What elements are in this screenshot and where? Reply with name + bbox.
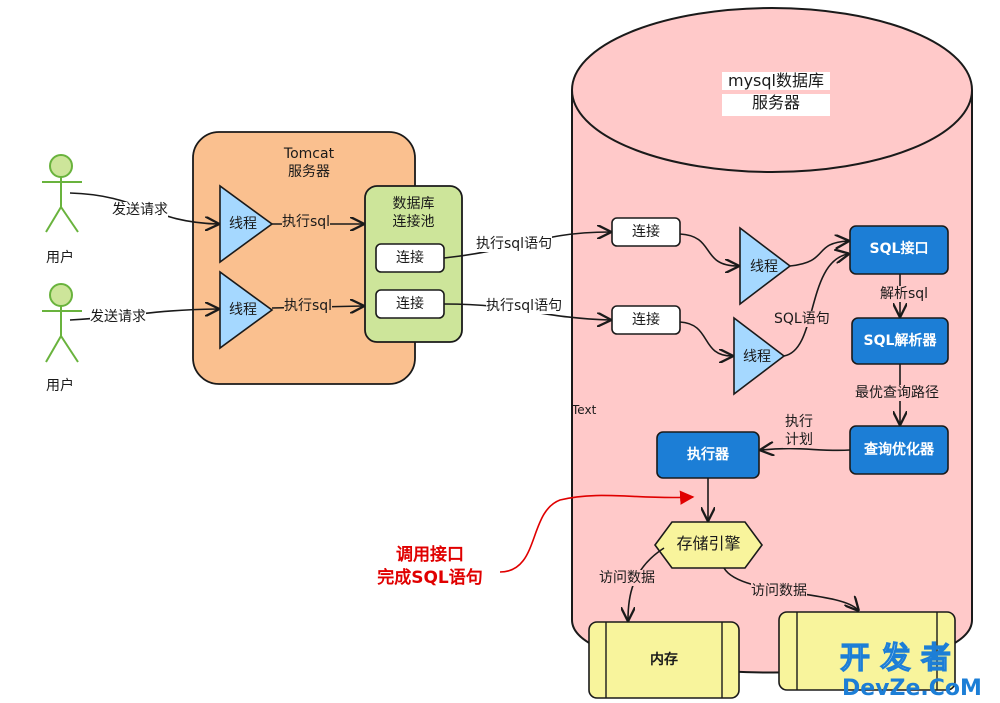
tomcat-exec-label-2: 执行sql: [284, 298, 333, 315]
request-label-1: 发送请求: [112, 202, 168, 219]
exec-sql-statement-label-2: 执行sql语句: [486, 298, 563, 315]
arrow-thread2-sqlinterface: [783, 254, 848, 357]
plan-label-line1: 执行: [783, 414, 815, 431]
tomcat-thread-2: [219, 270, 274, 350]
access-data-label-left: 访问数据: [599, 570, 655, 587]
tomcat-title-line2: 服务器: [288, 164, 330, 180]
plan-label-line2: 计划: [783, 432, 815, 449]
query-optimizer-label: 查询优化器: [864, 442, 934, 458]
arrow-mysqlconn2-thread2: [679, 321, 732, 356]
optimal-path-label: 最优查询路径: [855, 385, 939, 402]
mysql-thread-1: [739, 226, 792, 306]
memory-label: 内存: [650, 652, 678, 668]
tomcat-exec-label-1: 执行sql: [282, 214, 331, 231]
tomcat-thread-1: [219, 184, 274, 264]
mysql-title-line2: 服务器: [722, 93, 830, 117]
mysql-thread-label-2: 线程: [743, 349, 771, 365]
user-label-1: 用户: [46, 250, 74, 266]
user-figure-2: [42, 283, 82, 363]
mysql-title-line1: mysql数据库: [722, 71, 830, 91]
mysql-connection-label-2: 连接: [632, 312, 660, 328]
access-data-label-right: 访问数据: [751, 583, 807, 600]
watermark-line2: DevZe.CoM: [842, 676, 982, 701]
tomcat-thread-label-1: 线程: [229, 216, 257, 232]
tomcat-thread-label-2: 线程: [229, 302, 257, 318]
text-placeholder: Text: [572, 403, 597, 417]
disk-box: [778, 611, 956, 691]
arrow-mysqlconn1-thread1: [679, 233, 738, 266]
storage-engine-label: 存储引擎: [676, 534, 741, 553]
executor-label: 执行器: [687, 447, 729, 463]
watermark-logo: 开 发 者 DevZe.CoM: [839, 640, 982, 701]
mysql-thread-label-1: 线程: [750, 259, 778, 275]
annotation-line1: 调用接口: [396, 545, 464, 565]
watermark-line1: 开 发 者: [840, 641, 951, 676]
annotation-arrow: [499, 490, 695, 573]
mysql-connection-2: [611, 305, 681, 335]
tomcat-title-line1: Tomcat: [283, 146, 335, 162]
sql-parser-label: SQL解析器: [863, 333, 937, 349]
mysql-thread-2: [733, 316, 786, 396]
mysql-connection-label-1: 连接: [632, 224, 660, 240]
pool-title-line1: 数据库: [392, 196, 435, 212]
user-figure-1: [42, 154, 82, 233]
request-label-2: 发送请求: [90, 309, 146, 326]
exec-sql-statement-label-1: 执行sql语句: [476, 236, 553, 253]
mysql-connection-1: [611, 217, 681, 247]
pool-connection-label-2: 连接: [396, 296, 424, 312]
arrow-optimizer-executor: [761, 449, 851, 451]
sql-interface-label: SQL接口: [869, 241, 929, 257]
annotation-line2: 完成SQL语句: [377, 568, 483, 588]
parse-sql-label: 解析sql: [880, 286, 929, 303]
pool-connection-label-1: 连接: [396, 250, 424, 266]
sql-statement-label: SQL语句: [774, 311, 830, 328]
arrow-thread1-sqlinterface: [789, 241, 848, 267]
user-label-2: 用户: [46, 378, 74, 394]
memory-box: [588, 621, 740, 699]
pool-title-line2: 连接池: [392, 214, 435, 230]
storage-engine-shape: [654, 521, 763, 569]
